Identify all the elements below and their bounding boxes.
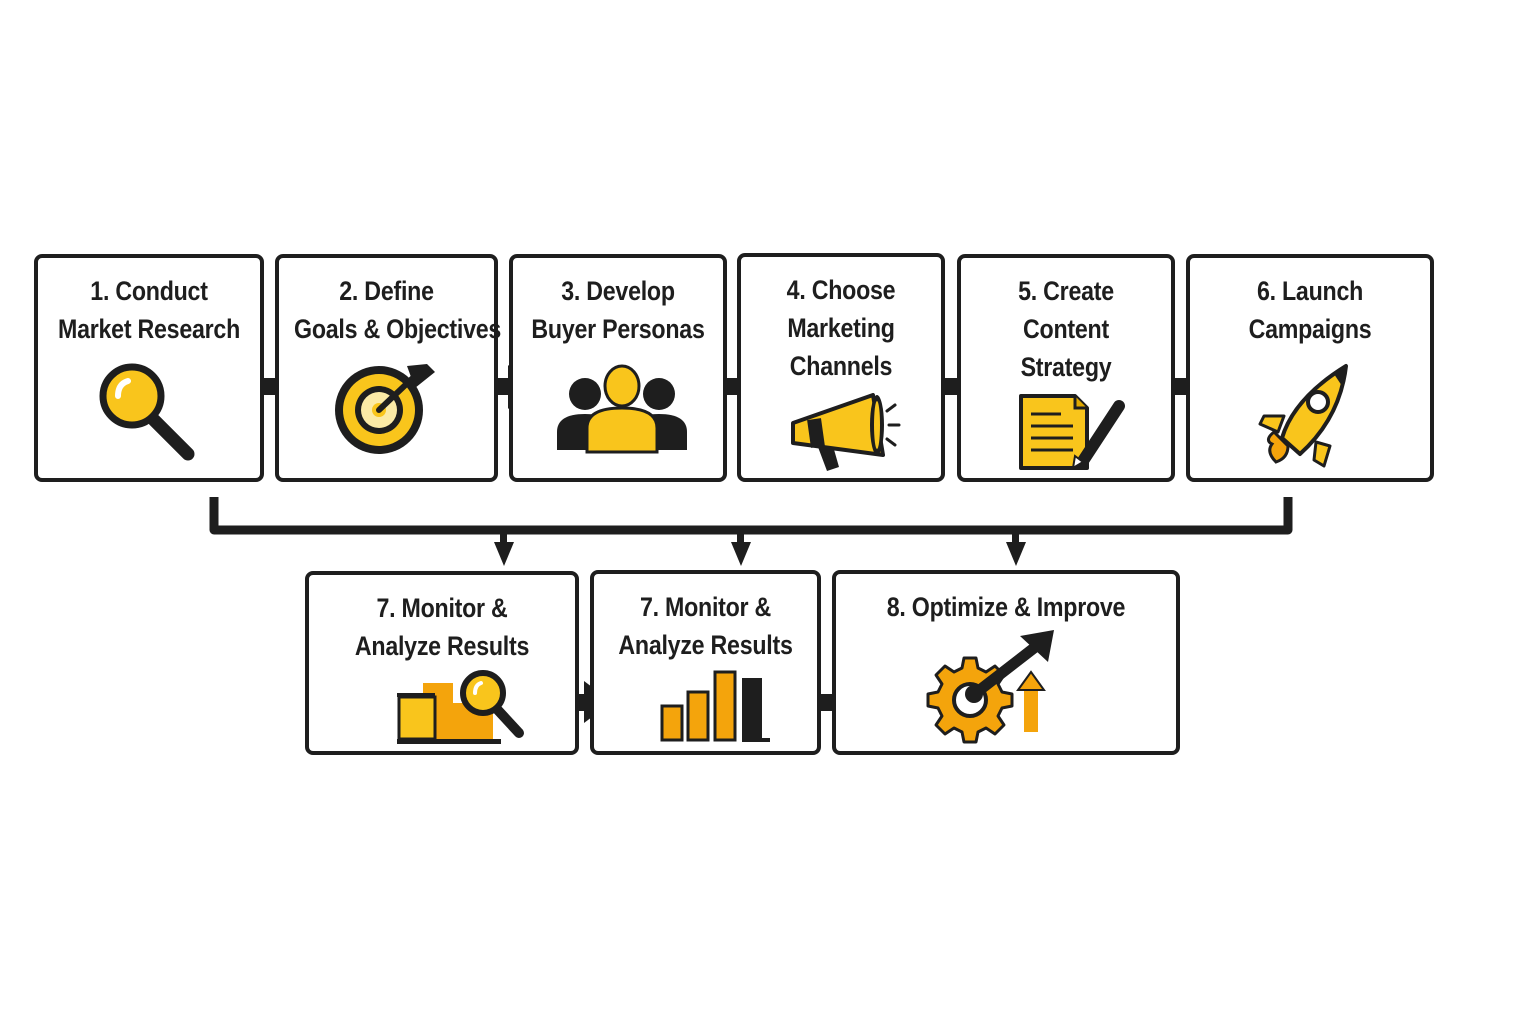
step-title-line: Campaigns bbox=[1248, 314, 1372, 344]
step-box-optimize-improve[interactable]: 8. Optimize & Improve bbox=[832, 570, 1180, 755]
step-title-line: 5. Create bbox=[1018, 276, 1114, 306]
arrow-bus-s8 bbox=[1006, 530, 1026, 566]
step-box-conduct-market-research[interactable]: 1. Conduct Market Research bbox=[34, 254, 264, 482]
step-title: 7. Monitor & Analyze Results bbox=[328, 589, 557, 665]
magnifying-glass-icon bbox=[99, 363, 195, 461]
step-title-line: 7. Monitor & bbox=[639, 592, 772, 622]
step-title-line: Marketing bbox=[787, 313, 895, 343]
step-box-monitor-analyze-results-b[interactable]: 7. Monitor & Analyze Results bbox=[590, 570, 821, 755]
rocket-icon bbox=[1258, 364, 1348, 468]
step-title-line: Buyer Personas bbox=[531, 314, 705, 344]
megaphone-icon bbox=[791, 393, 901, 471]
step-title-line: 1. Conduct bbox=[90, 276, 208, 306]
gear-growth-arrow-icon bbox=[926, 630, 1054, 744]
step-box-monitor-analyze-results-a[interactable]: 7. Monitor & Analyze Results bbox=[305, 571, 579, 755]
step-title-line: Market Research bbox=[58, 314, 240, 344]
step-title: 4. Choose Marketing Channels bbox=[755, 271, 927, 385]
step-title-line: 7. Monitor & bbox=[376, 593, 508, 623]
step-title-line: Content bbox=[1023, 314, 1109, 344]
step-title-line: 6. Launch bbox=[1256, 276, 1364, 306]
step-title-line: Strategy bbox=[1020, 352, 1112, 382]
step-title: 1. Conduct Market Research bbox=[54, 272, 245, 348]
chart-magnifier-icon bbox=[397, 670, 524, 744]
step-title-line: 8. Optimize & Improve bbox=[886, 592, 1126, 622]
bus-connector bbox=[209, 497, 1293, 535]
step-title: 8. Optimize & Improve bbox=[860, 588, 1152, 626]
document-pencil-icon bbox=[1019, 394, 1125, 470]
step-title: 7. Monitor & Analyze Results bbox=[610, 588, 802, 664]
step-title: 2. Define Goals & Objectives bbox=[294, 272, 502, 348]
step-title: 3. Develop Buyer Personas bbox=[528, 272, 709, 348]
arrow-bus-s7a bbox=[494, 530, 514, 566]
arrow-bus-s7b bbox=[731, 530, 751, 566]
step-box-develop-buyer-personas[interactable]: 3. Develop Buyer Personas bbox=[509, 254, 727, 482]
step-box-launch-campaigns[interactable]: 6. Launch Campaigns bbox=[1186, 254, 1434, 482]
step-box-define-goals[interactable]: 2. Define Goals & Objectives bbox=[275, 254, 502, 482]
target-dart-icon bbox=[335, 364, 435, 454]
bar-chart-icon bbox=[660, 670, 770, 742]
step-title-line: 3. Develop bbox=[561, 276, 675, 306]
step-box-create-content-strategy[interactable]: 5. Create Content Strategy bbox=[957, 254, 1175, 482]
people-group-icon bbox=[557, 364, 687, 454]
step-title-line: Goals & Objectives bbox=[294, 314, 502, 344]
step-title-line: Analyze Results bbox=[354, 631, 530, 661]
step-title-line: 4. Choose bbox=[786, 275, 896, 305]
step-title: 6. Launch Campaigns bbox=[1207, 272, 1413, 348]
step-title-line: Channels bbox=[789, 351, 893, 381]
step-title: 5. Create Content Strategy bbox=[976, 272, 1157, 386]
step-box-choose-marketing-channels[interactable]: 4. Choose Marketing Channels bbox=[737, 253, 945, 482]
step-title-line: 2. Define bbox=[339, 276, 434, 306]
step-title-line: Analyze Results bbox=[618, 630, 793, 660]
